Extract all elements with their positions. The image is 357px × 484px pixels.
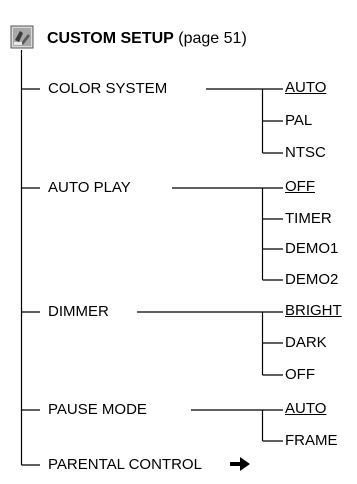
option-auto-play-timer: TIMER	[285, 210, 332, 228]
menu-item-color-system: COLOR SYSTEM	[48, 80, 168, 98]
option-pause-mode-frame: FRAME	[285, 432, 338, 450]
option-auto-play-demo1: DEMO1	[285, 240, 339, 258]
option-color-system-pal: PAL	[285, 112, 313, 130]
option-color-system-ntsc: NTSC	[285, 144, 326, 162]
option-pause-mode-auto: AUTO	[285, 400, 327, 418]
custom-setup-icon	[10, 25, 34, 49]
option-dimmer-dark: DARK	[285, 334, 327, 352]
menu-item-parental-control: PARENTAL CONTROL	[48, 456, 202, 474]
right-arrow-icon	[230, 457, 250, 471]
menu-item-pause-mode: PAUSE MODE	[48, 401, 147, 419]
menu-item-dimmer: DIMMER	[48, 303, 109, 321]
title-text: CUSTOM SETUP	[47, 30, 174, 47]
page-reference: (page 51)	[178, 30, 247, 47]
option-auto-play-demo2: DEMO2	[285, 271, 339, 289]
option-auto-play-off: OFF	[285, 178, 315, 196]
custom-setup-title: CUSTOM SETUP (page 51)	[47, 29, 247, 49]
option-dimmer-off: OFF	[285, 366, 315, 384]
menu-item-auto-play: AUTO PLAY	[48, 179, 131, 197]
option-dimmer-bright: BRIGHT	[285, 302, 342, 320]
option-color-system-auto: AUTO	[285, 79, 327, 97]
